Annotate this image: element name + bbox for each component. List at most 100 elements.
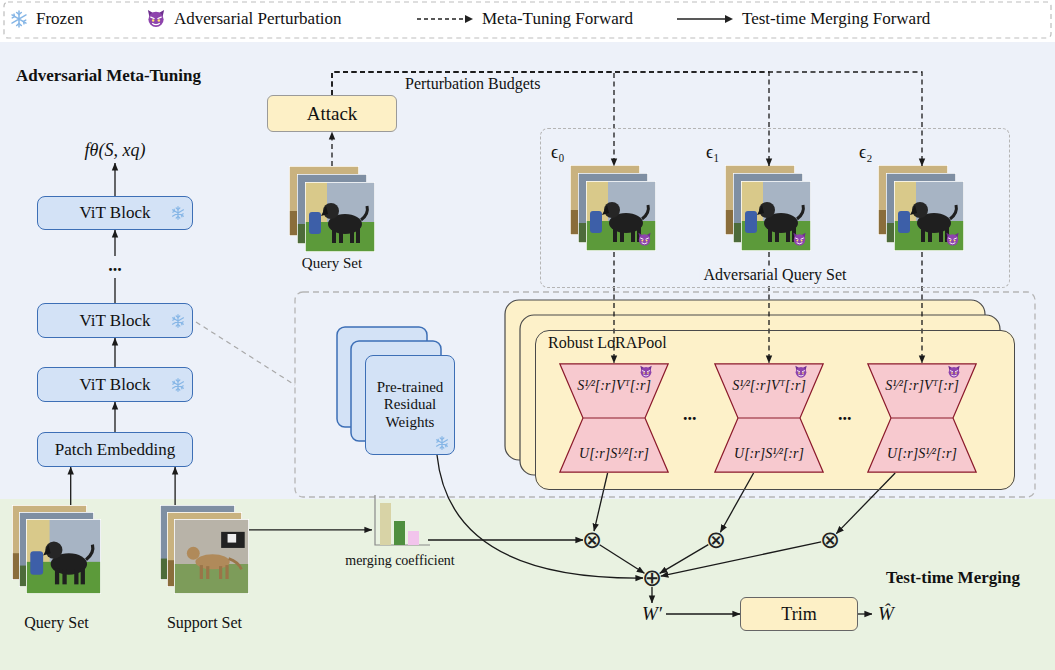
trapezoid-shape [714,418,824,473]
node-text: ⊕ [642,566,662,590]
query-set-image: Query Set [12,505,101,594]
residual-weights-box: Pre-trained Residual Weights [365,355,455,455]
meta-tuning-band [0,42,1055,499]
solid-arrow [676,13,734,25]
caption-text: Adversarial Query Set [699,266,850,284]
trimmed-weight: Ŵ [872,603,900,625]
node-text: W′ [642,603,662,625]
snowflake-icon [435,436,449,450]
connector [600,545,645,573]
output-label: fθ(S, xq) [65,137,165,163]
figure-label: Perturbation Budgets [405,75,541,93]
patch-embedding: Patch Embedding [37,432,193,467]
devil-icon [639,365,653,379]
lora-pool: Robust LoRAPoolS¹⁄²[:r]Vᵀ[:r]U[:r]S¹⁄²[:… [535,330,1015,490]
connector [836,473,895,534]
adversarial-icon [947,365,961,379]
frozen-icon [171,378,185,392]
figure-label: Test-time Merging [886,568,1020,588]
caption-text: Support Set [167,614,242,632]
node-text: ViT Block [80,375,151,395]
lora-down-projection: S¹⁄²[:r]Vᵀ[:r] [867,363,977,418]
lora-down-projection: S¹⁄²[:r]Vᵀ[:r] [714,363,824,418]
multiply-operator: ⊗ [818,528,842,552]
node-text: U[:r]S¹⁄²[:r] [734,446,804,462]
trapezoid-shape [867,418,977,473]
connector [666,613,740,614]
node-text: ⊗ [582,528,602,552]
node-text: ViT Block [80,311,151,331]
trapezoid-outline [715,418,823,472]
node-text: fθ(S, xq) [85,140,146,161]
legend-sample [676,13,734,25]
vit-block: ViT Block [37,303,193,338]
adversarial-icon [639,365,653,379]
node-text: U[:r]S¹⁄²[:r] [579,446,649,462]
edge-label: ... [105,256,125,278]
legend-item: Frozen [10,6,83,32]
snowflake-icon [171,206,185,220]
legend-text: Frozen [36,9,83,29]
connector [332,72,769,166]
adversarial-icon [794,365,808,379]
figure-label: ... [838,404,852,425]
test-time-band [0,499,1055,670]
trim-box: Trim [740,597,858,631]
legend-sample [416,13,474,25]
node-text: Pre-trained Residual Weights [372,379,448,431]
connector [331,132,332,166]
lora-up-projection: U[:r]S¹⁄²[:r] [714,418,824,473]
connector [114,338,115,367]
caption-text: ϵ₂ [859,142,873,163]
node-text: U[:r]S¹⁄²[:r] [887,446,957,462]
connector [332,72,922,166]
legend-text: Meta-Tuning Forward [482,9,633,29]
adversarial-image: ϵ₂ [879,166,965,252]
multiply-operator: ⊗ [704,528,728,552]
trapezoid-outline [868,364,976,418]
lora-pool-stack [505,300,1015,490]
connector [921,252,922,363]
adversarial-photos [570,165,964,251]
connector [174,467,175,505]
frozen-icon [435,436,449,450]
adversarial-query-region: Adversarial Query Set ϵ₀ ϵ₁ ϵ₂ [540,128,1010,288]
node-text: ViT Block [80,203,151,223]
lora-down-projection: S¹⁄²[:r]Vᵀ[:r] [559,363,669,418]
vit-block: ViT Block [37,367,193,402]
devil-icon [947,365,961,379]
merging-coefficient-chart: merging coefficient [372,495,428,545]
node-text: Trim [781,604,816,625]
caption-text: ϵ₁ [706,142,720,163]
connector [114,402,115,432]
legend-text: Adversarial Perturbation [174,9,342,29]
connector [661,542,821,576]
node-text: ⊗ [820,528,840,552]
node-text: ⊗ [706,528,726,552]
query-set-photos [289,166,375,252]
merged-weight: W′ [638,603,666,625]
snowflake-icon [10,10,28,28]
bottom-query-photos [12,505,101,594]
devil-icon [146,9,166,29]
connector [660,545,709,574]
adversarial-image: ϵ₁ [726,166,812,252]
figure-label: ... [683,404,697,425]
coefficient-bars [375,495,430,545]
snowflake-icon [171,314,185,328]
caption-text: ϵ₀ [551,142,565,163]
node-text: S¹⁄²[:r]Vᵀ[:r] [885,378,959,394]
connector [114,163,115,196]
vit-block: ViT Block [37,196,193,230]
figure-label: Adversarial Meta-Tuning [16,66,201,86]
zoom-line [196,322,295,385]
connector [594,473,608,531]
trapezoid-outline [868,418,976,472]
caption-text: Query Set [302,255,362,272]
connector [428,539,583,540]
connector [70,467,71,505]
legend-text: Test-time Merging Forward [742,9,930,29]
support-set-image: Support Set [160,505,249,594]
